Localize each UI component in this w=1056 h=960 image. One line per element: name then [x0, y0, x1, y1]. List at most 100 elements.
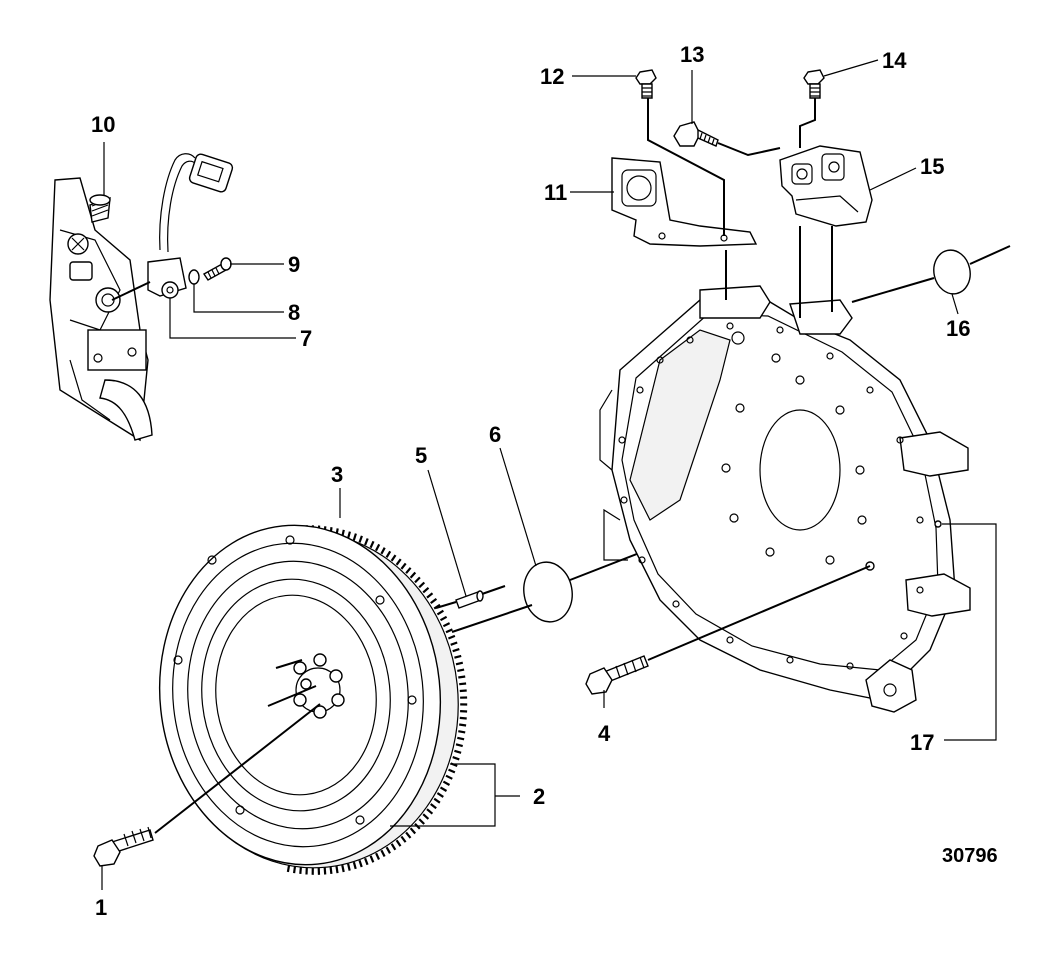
gear-tooth — [418, 818, 425, 825]
gear-tooth — [452, 756, 460, 761]
access-cover-axis-right — [969, 245, 1011, 265]
gear-tooth — [436, 792, 444, 798]
gear-tooth — [457, 736, 465, 741]
gear-tooth — [439, 615, 448, 622]
gear-tooth — [414, 576, 421, 584]
mounting-bracket — [611, 157, 758, 247]
gear-tooth — [458, 675, 466, 679]
gear-tooth — [352, 861, 357, 870]
gear-tooth — [400, 835, 407, 843]
flywheel-center-axis — [267, 685, 317, 707]
engine-block-section — [49, 177, 153, 442]
gear-tooth — [409, 571, 417, 579]
gear-tooth — [405, 831, 412, 839]
gear-tooth — [455, 743, 463, 748]
dowel-axis-left — [435, 601, 457, 609]
gear-tooth — [358, 859, 363, 868]
callout-1: 1 — [95, 895, 107, 920]
callout-10: 10 — [91, 112, 115, 137]
gear-tooth — [395, 839, 402, 847]
callout-14: 14 — [882, 48, 907, 73]
gear-tooth — [454, 654, 462, 659]
gear-tooth — [459, 682, 467, 686]
callout-4: 4 — [598, 721, 611, 746]
callout-13: 13 — [680, 42, 704, 67]
gear-tooth — [286, 864, 291, 873]
seal-axis-left — [451, 604, 533, 633]
callout-16: 16 — [946, 316, 970, 341]
gear-tooth — [430, 803, 437, 810]
gear-tooth — [369, 855, 375, 863]
gear-tooth — [445, 628, 453, 634]
gear-tooth — [405, 567, 412, 574]
bracket-bolt-12 — [635, 69, 657, 99]
gear-tooth — [385, 550, 392, 558]
flywheel-housing — [599, 285, 971, 713]
bolt-14-axis — [799, 98, 816, 148]
gear-tooth — [457, 668, 465, 672]
gear-tooth — [459, 723, 467, 727]
callout-9: 9 — [288, 252, 300, 277]
gear-tooth — [442, 622, 451, 628]
access-cover-axis-left — [851, 277, 935, 303]
gear-tooth — [422, 586, 430, 594]
gear-tooth — [364, 538, 369, 546]
callout-labels: 1 2 3 4 5 6 7 8 9 10 11 12 13 14 15 16 1… — [91, 42, 998, 920]
bracket-bolt-14 — [803, 69, 825, 99]
gear-tooth — [426, 808, 434, 815]
gear-tooth — [455, 661, 464, 666]
callout-6: 6 — [489, 422, 501, 447]
gear-tooth — [459, 716, 467, 720]
gear-tooth — [395, 558, 402, 566]
gear-tooth — [329, 866, 333, 875]
callout-3: 3 — [331, 462, 343, 487]
gear-tooth — [390, 554, 397, 562]
gear-tooth — [341, 864, 345, 873]
callout-7: 7 — [300, 326, 312, 351]
seal-ring — [523, 561, 573, 623]
sensor-washer — [188, 269, 200, 285]
sensor-screw — [202, 257, 232, 281]
gear-tooth — [445, 774, 453, 780]
gear-tooth — [385, 846, 391, 854]
leader-lines — [101, 59, 997, 890]
gear-tooth — [418, 581, 426, 589]
bolt-13-axis — [717, 142, 781, 157]
callout-8: 8 — [288, 300, 300, 325]
dowel-pin — [455, 590, 484, 609]
gear-tooth — [375, 852, 380, 860]
gear-tooth — [433, 797, 441, 804]
callout-5: 5 — [415, 443, 427, 468]
flywheel-dowel-axis — [275, 659, 303, 669]
figure-id: 30796 — [942, 845, 998, 867]
gear-tooth — [459, 689, 467, 693]
gear-tooth — [448, 768, 456, 774]
gear-tooth — [436, 609, 444, 616]
gear-tooth — [450, 641, 458, 646]
engine-block-stud — [89, 194, 111, 223]
lifting-bracket — [779, 145, 873, 227]
gear-tooth — [369, 540, 375, 549]
gear-tooth — [352, 533, 357, 541]
bracket-bolt-13 — [673, 121, 719, 147]
flywheel-bolt-axis — [154, 703, 321, 834]
gear-tooth — [426, 592, 434, 599]
gear-tooth — [454, 749, 462, 754]
ring-gear-teeth — [268, 525, 468, 875]
gear-tooth — [299, 866, 302, 874]
flywheel-bolt — [93, 826, 154, 867]
gear-tooth — [452, 648, 460, 653]
gear-tooth — [380, 547, 386, 555]
gear-tooth — [380, 849, 386, 858]
gear-tooth — [422, 813, 430, 820]
gear-tooth — [409, 827, 417, 835]
gear-tooth — [364, 857, 369, 866]
housing-bolt — [585, 655, 649, 695]
gear-tooth — [347, 531, 351, 539]
gear-tooth — [400, 562, 407, 570]
gear-tooth — [390, 843, 397, 851]
gear-tooth — [447, 634, 456, 640]
dowel-axis-right — [481, 585, 506, 595]
callout-12: 12 — [540, 64, 564, 89]
gear-tooth — [347, 863, 351, 871]
